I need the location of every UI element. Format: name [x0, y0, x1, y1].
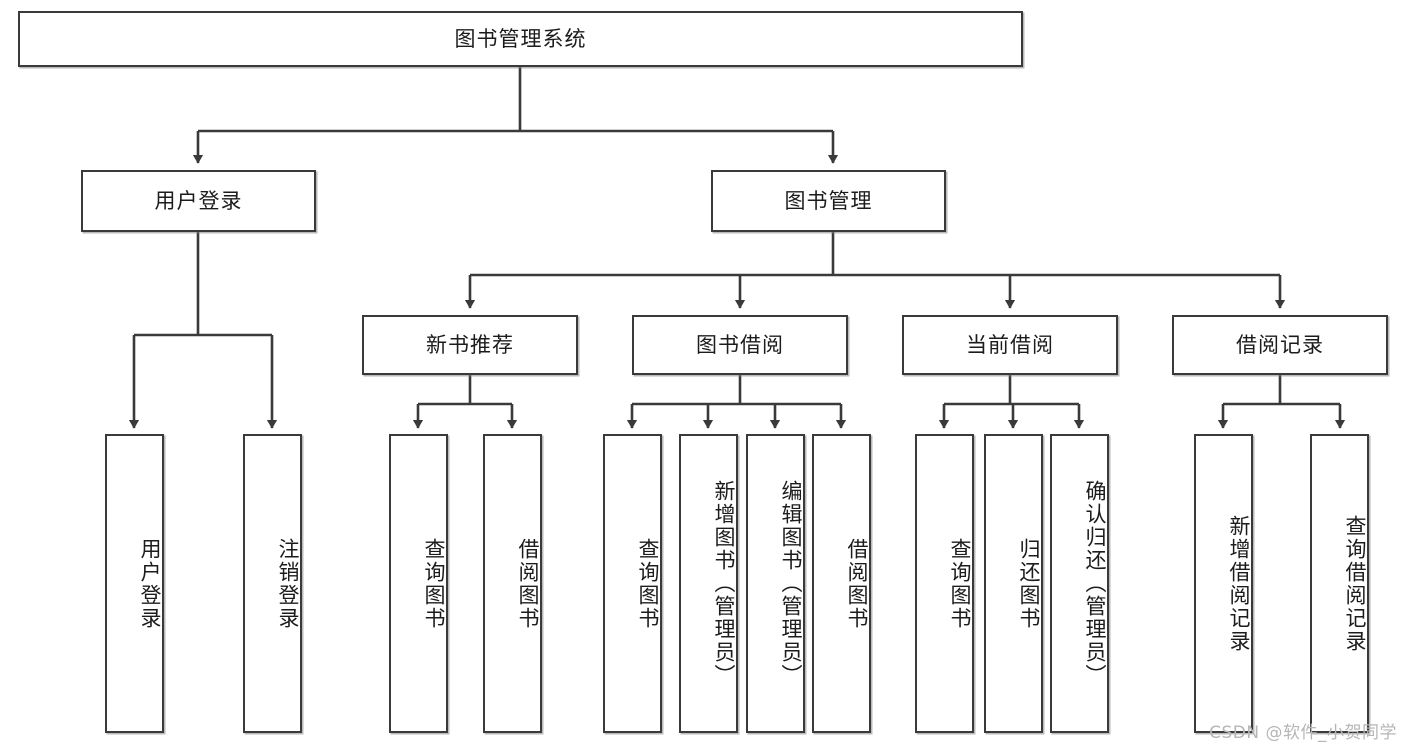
node-label: 新书推荐 — [426, 332, 514, 357]
node-label: 查询图书 — [636, 537, 660, 630]
node-root-book-management-system[interactable]: 图书管理系统 — [18, 11, 1023, 67]
leaf-add-book-admin[interactable]: 新增图书（管理员） — [679, 434, 738, 733]
node-label: 查询借阅记录 — [1343, 514, 1367, 653]
node-book-borrow[interactable]: 图书借阅 — [632, 315, 848, 375]
node-current-borrow[interactable]: 当前借阅 — [902, 315, 1118, 375]
node-label: 新增借阅记录 — [1227, 514, 1251, 653]
node-label: 当前借阅 — [966, 332, 1054, 357]
node-label: 图书管理 — [784, 188, 873, 213]
node-label: 查询图书 — [948, 537, 972, 630]
leaf-borrow-book[interactable]: 借阅图书 — [812, 434, 871, 733]
leaf-confirm-return-admin[interactable]: 确认归还（管理员） — [1050, 434, 1109, 733]
node-label: 借阅记录 — [1236, 332, 1324, 357]
leaf-logout[interactable]: 注销登录 — [243, 434, 302, 733]
node-label: 图书管理系统 — [454, 26, 587, 51]
leaf-user-login[interactable]: 用户登录 — [105, 434, 164, 733]
node-book-management[interactable]: 图书管理 — [711, 170, 946, 232]
leaf-return-book[interactable]: 归还图书 — [984, 434, 1043, 733]
node-new-book-recommend[interactable]: 新书推荐 — [362, 315, 578, 375]
leaf-edit-book-admin[interactable]: 编辑图书（管理员） — [746, 434, 805, 733]
node-label: 查询图书 — [422, 537, 446, 630]
leaf-query-borrow-record[interactable]: 查询借阅记录 — [1310, 434, 1369, 733]
leaf-query-book-borrow[interactable]: 查询图书 — [603, 434, 662, 733]
node-label: 用户登录 — [138, 537, 162, 630]
node-label: 借阅图书 — [845, 537, 869, 630]
node-borrow-records[interactable]: 借阅记录 — [1172, 315, 1388, 375]
leaf-query-book-recommend[interactable]: 查询图书 — [389, 434, 448, 733]
node-label: 注销登录 — [276, 537, 300, 630]
node-label: 新增图书（管理员） — [712, 480, 736, 687]
node-label: 编辑图书（管理员） — [779, 480, 803, 687]
node-label: 图书借阅 — [696, 332, 784, 357]
node-label: 确认归还（管理员） — [1083, 480, 1107, 687]
node-label: 用户登录 — [154, 188, 243, 213]
leaf-query-book-current[interactable]: 查询图书 — [915, 434, 974, 733]
node-label: 归还图书 — [1017, 537, 1041, 630]
leaf-add-borrow-record[interactable]: 新增借阅记录 — [1194, 434, 1253, 733]
node-user-login[interactable]: 用户登录 — [81, 170, 316, 232]
leaf-borrow-book-recommend[interactable]: 借阅图书 — [483, 434, 542, 733]
node-label: 借阅图书 — [516, 537, 540, 630]
